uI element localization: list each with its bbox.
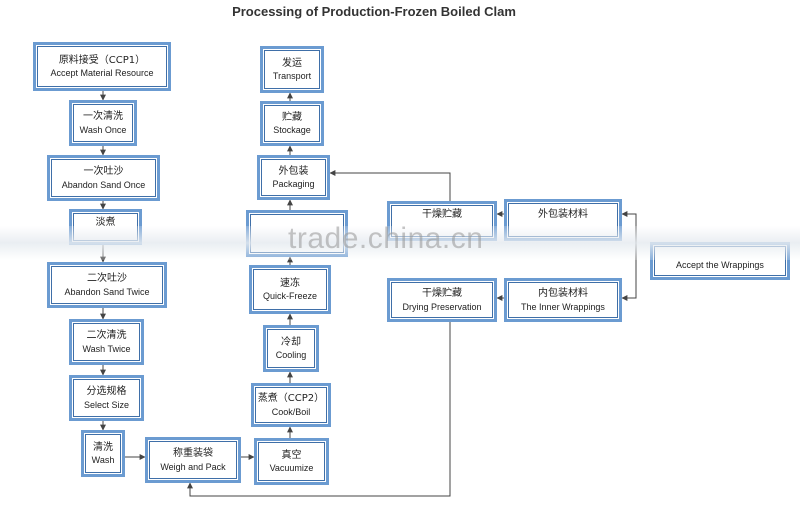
node-en: The Inner Wrappings (521, 301, 605, 312)
node-abandon-sand-once: 一次吐沙 Abandon Sand Once (47, 155, 160, 201)
node-wash-once: 一次清洗 Wash Once (69, 100, 137, 146)
node-en: Weigh and Pack (160, 461, 226, 472)
node-zh: 淡煮 (95, 217, 116, 228)
node-en: Abandon Sand Once (61, 179, 146, 190)
node-en: Abandon Sand Twice (64, 286, 150, 297)
node-zh: 原料接受（CCP1） (58, 54, 146, 66)
node-weigh-pack: 称重装袋 Weigh and Pack (145, 437, 241, 483)
node-zh: 外包装 (278, 165, 309, 177)
node-vacuumize: 真空 Vacuumize (254, 438, 329, 485)
watermark-text: trade.china.cn (288, 222, 484, 255)
node-transport: 发运 Transport (260, 46, 324, 93)
node-zh: 速冻 (280, 277, 300, 289)
diagram-title: Processing of Production-Frozen Boiled C… (232, 4, 516, 19)
edge-drystore-weigh (187, 322, 451, 497)
node-en: Wash Once (79, 124, 127, 135)
node-inner-wrap: 内包装材料 The Inner Wrappings (504, 278, 622, 322)
node-zh: 干燥贮藏 (422, 288, 462, 300)
node-en: Wash (91, 455, 115, 466)
node-zh: 分选规格 (86, 386, 127, 398)
node-en: Vacuumize (269, 463, 314, 474)
node-cooling: 冷却 Cooling (263, 325, 319, 372)
node-zh: 清洗 (93, 441, 113, 453)
node-en: Transport (272, 71, 312, 82)
node-zh: 一次清洗 (83, 111, 123, 123)
node-wash: 清洗 Wash (81, 430, 125, 477)
node-en: Packaging (272, 179, 315, 190)
node-en: Cook/Boil (271, 406, 311, 417)
node-accept-material: 原料接受（CCP1） Accept Material Resource (33, 42, 171, 91)
node-zh: 冷却 (281, 336, 301, 348)
node-cook-boil: 蒸煮（CCP2） Cook/Boil (251, 383, 331, 427)
node-zh: 外包装材料 (538, 209, 588, 220)
node-stockage: 贮藏 Stockage (260, 101, 324, 146)
node-zh: 贮藏 (282, 111, 302, 123)
node-en: Wash Twice (82, 343, 131, 354)
node-en: Quick-Freeze (262, 291, 317, 302)
node-en: Cooling (275, 350, 307, 361)
node-en: Stockage (273, 125, 311, 136)
node-wash-twice: 二次清洗 Wash Twice (69, 319, 144, 365)
node-quick-freeze: 速冻 Quick-Freeze (249, 265, 331, 314)
node-zh: 二次吐沙 (87, 273, 127, 285)
edge-drystore-packaging (329, 170, 451, 201)
watermark-band (0, 226, 800, 260)
node-en: Accept Material Resource (50, 68, 154, 79)
node-zh: 蒸煮（CCP2） (257, 393, 325, 405)
node-zh: 内包装材料 (538, 288, 588, 300)
node-en: Select Size (83, 399, 130, 410)
node-packaging: 外包装 Packaging (257, 155, 330, 200)
node-en: Drying Preservation (402, 301, 482, 312)
node-zh: 干燥贮藏 (422, 209, 462, 220)
node-en: Accept the Wrappings (676, 259, 764, 270)
node-zh: 称重装袋 (173, 448, 213, 460)
node-zh: 真空 (281, 449, 302, 461)
node-zh: 二次清洗 (86, 330, 127, 342)
node-dry-store: 干燥贮藏 Drying Preservation (387, 278, 497, 322)
node-abandon-sand-twice: 二次吐沙 Abandon Sand Twice (47, 262, 167, 308)
node-select-size: 分选规格 Select Size (69, 375, 144, 421)
node-zh: 发运 (282, 57, 302, 69)
node-zh: 一次吐沙 (83, 166, 124, 178)
